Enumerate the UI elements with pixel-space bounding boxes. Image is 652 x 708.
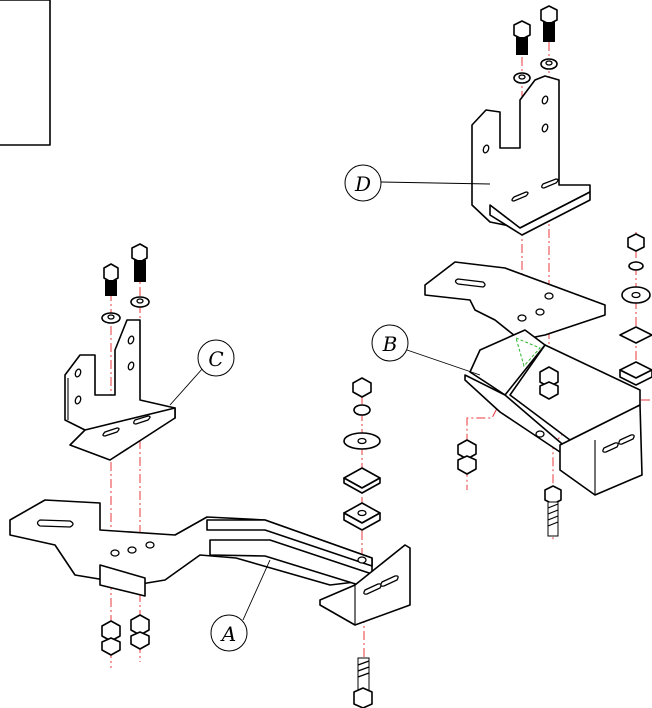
callout-b: B bbox=[371, 324, 481, 376]
title-block-frame bbox=[0, 0, 51, 146]
stacked-hardware-icon bbox=[619, 233, 652, 386]
callout-d-label: D bbox=[354, 172, 371, 196]
nut-icon bbox=[457, 366, 559, 475]
washer-icon bbox=[513, 58, 558, 84]
bolt-icon bbox=[103, 243, 148, 296]
washer-icon bbox=[101, 296, 150, 324]
callout-a-label: A bbox=[220, 622, 236, 646]
callout-d: D bbox=[344, 164, 491, 202]
callout-b-label: B bbox=[382, 332, 398, 356]
bracket-c-part bbox=[64, 319, 176, 461]
lower-bolt-icon bbox=[353, 657, 373, 708]
bolt-icon bbox=[513, 5, 558, 55]
callout-c-label: C bbox=[208, 347, 223, 371]
nut-icon bbox=[101, 614, 150, 656]
callout-c: C bbox=[169, 339, 235, 406]
bracket-d-part bbox=[471, 75, 591, 236]
bracket-a-part bbox=[9, 499, 411, 626]
lower-bolt-icon bbox=[544, 485, 562, 537]
stacked-hardware-icon bbox=[343, 377, 381, 531]
callout-a: A bbox=[210, 559, 271, 652]
bracket-b-part bbox=[424, 261, 643, 496]
